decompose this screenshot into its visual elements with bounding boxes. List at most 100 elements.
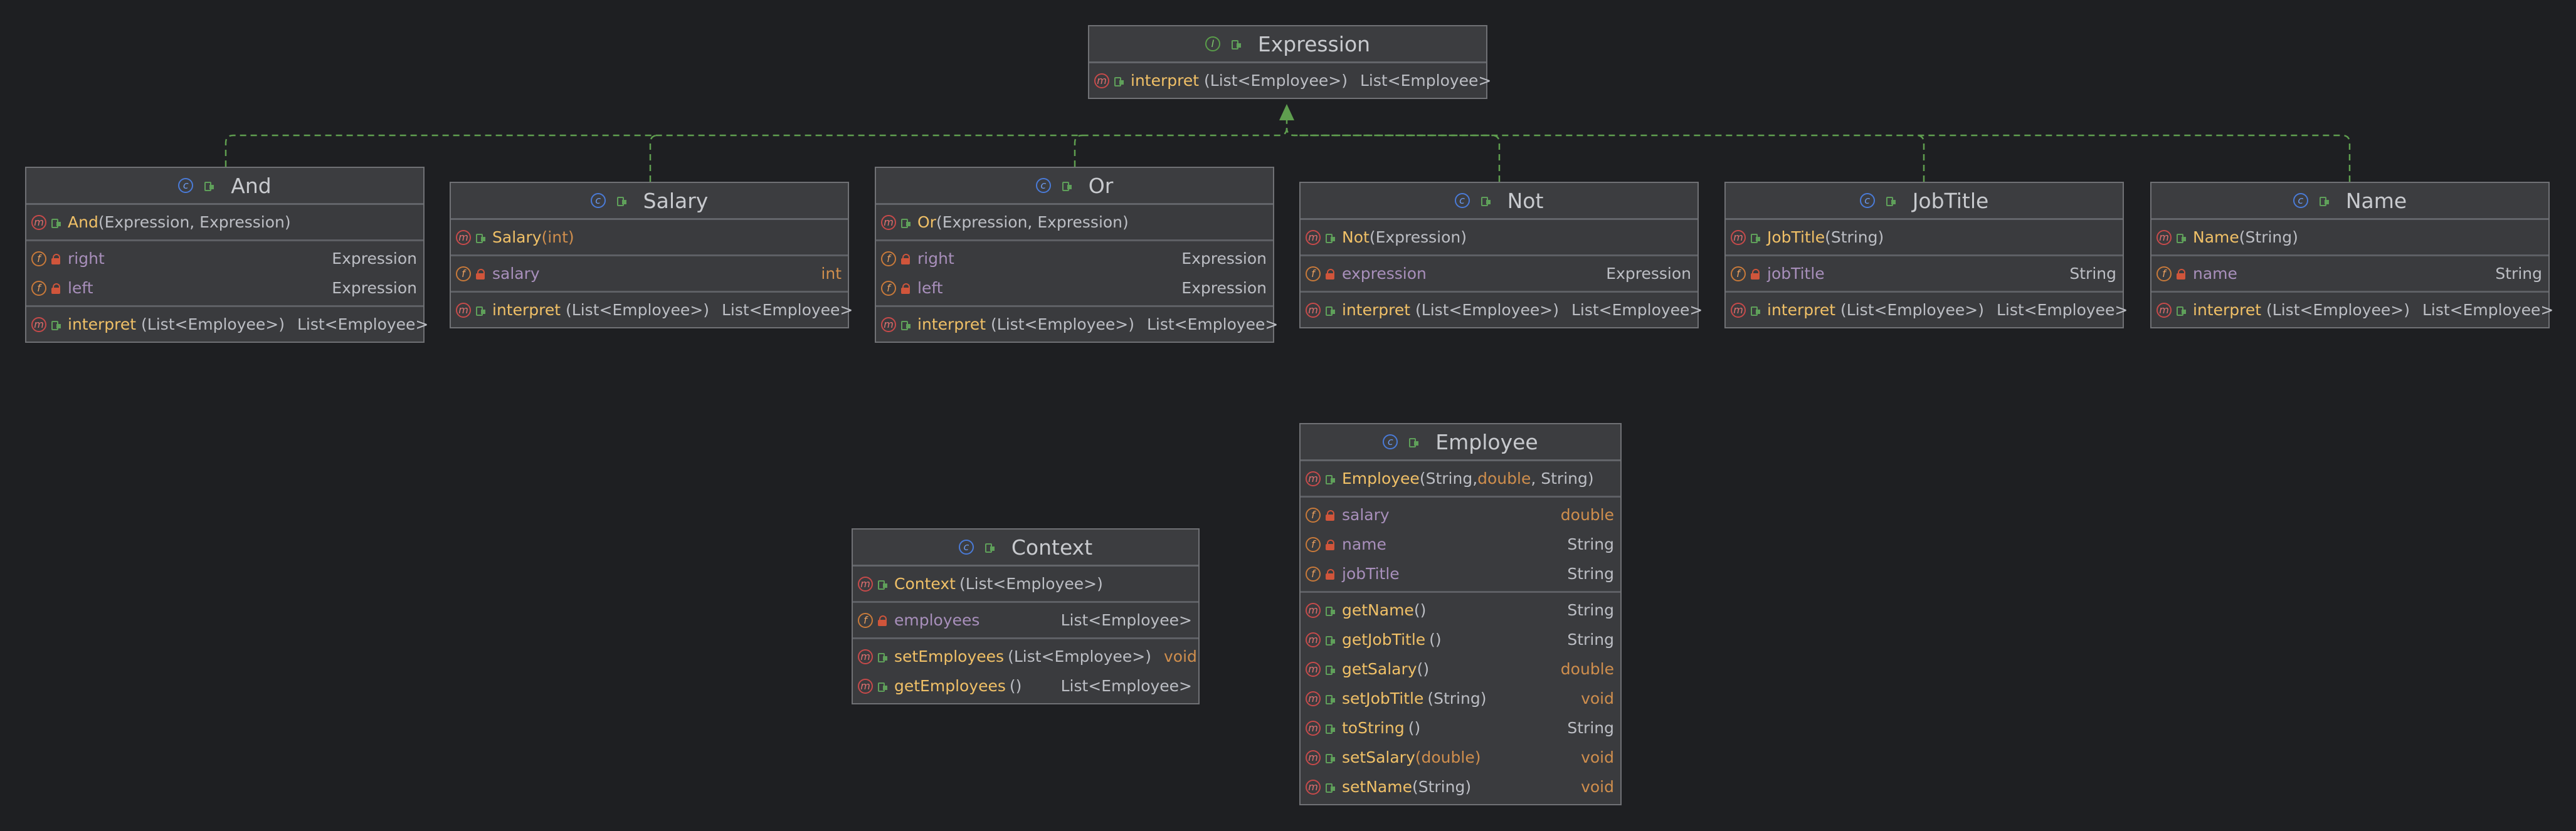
constructor-row[interactable]: m Salary (int) [451, 222, 848, 252]
field-badge-icon: f [1306, 507, 1321, 523]
constructors-section: m Salary (int) [451, 220, 848, 256]
method-params: (List<Employee>) [141, 315, 285, 333]
field-row[interactable]: f right Expression [26, 244, 423, 273]
return-type: String [1567, 601, 1614, 619]
private-lock-icon [1324, 568, 1336, 580]
method-row[interactable]: m setSalary (double) void [1301, 743, 1620, 772]
employee-class[interactable]: c Employee m Employee (String, double , … [1299, 423, 1622, 805]
constructor-row[interactable]: m Name (String) [2151, 222, 2548, 252]
method-params: (List<Employee>) [1008, 647, 1151, 666]
field-type: List<Employee> [1060, 611, 1192, 629]
method-params: () [1408, 719, 1421, 737]
field-name: jobTitle [1767, 264, 1825, 283]
field-badge-icon: f [858, 612, 873, 628]
private-lock-icon [475, 268, 486, 280]
field-row[interactable]: f left Expression [26, 273, 423, 303]
method-params: (String) [1412, 778, 1472, 796]
method-row[interactable]: m getSalary () double [1301, 654, 1620, 684]
field-row[interactable]: f name String [1301, 530, 1620, 559]
field-row[interactable]: f left Expression [876, 273, 1273, 303]
constructor-row[interactable]: m Or (Expression, Expression) [876, 207, 1273, 237]
field-row[interactable]: f jobTitle String [1301, 559, 1620, 588]
expression-interface[interactable]: I Expression m interpret (List<Employee>… [1088, 25, 1491, 99]
constructor-row[interactable]: m Not (Expression) [1301, 222, 1697, 252]
context-class[interactable]: c Context m Context (List<Employee>) f e… [852, 528, 1200, 704]
edge-salary-expression [649, 134, 658, 182]
constructor-name: Or [917, 213, 936, 231]
public-visibility-icon [1324, 723, 1336, 734]
constructor-row[interactable]: m JobTitle (String) [1726, 222, 2123, 252]
field-row[interactable]: f expression Expression [1301, 259, 1697, 288]
jobtitle-class[interactable]: c JobTitle m JobTitle (String) f jobTitl… [1724, 182, 2128, 328]
class-title: Not [1507, 188, 1544, 213]
field-name: right [68, 249, 105, 268]
fields-section: f salary double f name String f jobTitle… [1301, 498, 1620, 593]
field-row[interactable]: f employees List<Employee> [853, 605, 1198, 635]
method-row[interactable]: m toString () String [1301, 713, 1620, 743]
field-badge-icon: f [1306, 536, 1321, 552]
field-row[interactable]: f salary double [1301, 500, 1620, 530]
method-row[interactable]: m setName (String) void [1301, 772, 1620, 802]
class-title: JobTitle [1912, 188, 1989, 213]
method-row[interactable]: m getName () String [1301, 595, 1620, 625]
field-badge-icon: f [2156, 266, 2172, 281]
method-badge-icon: m [1306, 471, 1321, 486]
method-badge-icon: m [1306, 691, 1321, 706]
field-row[interactable]: f salary int [451, 259, 848, 288]
method-badge-icon: m [1306, 720, 1321, 736]
not-class[interactable]: c Not m Not (Expression) f expression Ex… [1299, 182, 1702, 328]
method-row[interactable]: m setJobTitle (String) void [1301, 684, 1620, 713]
private-lock-icon [1750, 268, 1761, 280]
not-header: c Not [1301, 183, 1697, 220]
field-row[interactable]: f jobTitle String [1726, 259, 2123, 288]
constructor-row[interactable]: m Employee (String, double , String) [1301, 464, 1620, 493]
constructor-row[interactable]: m Context (List<Employee>) [853, 569, 1198, 598]
constructors-section: m Not (Expression) [1301, 220, 1697, 256]
class-badge-icon: c [1454, 193, 1470, 208]
method-row[interactable]: m interpret (List<Employee>) List<Employ… [2151, 295, 2553, 325]
method-params: (List<Employee>) [1415, 301, 1559, 319]
method-row[interactable]: m getJobTitle () String [1301, 625, 1620, 654]
method-badge-icon: m [858, 678, 873, 694]
field-row[interactable]: f right Expression [876, 244, 1273, 273]
methods-section: m interpret (List<Employee>) List<Employ… [451, 293, 853, 327]
method-badge-icon: m [1306, 661, 1321, 677]
method-params: (List<Employee>) [566, 301, 709, 319]
return-type: List<Employee> [1146, 315, 1279, 333]
constructor-name: Salary [492, 228, 542, 246]
constructors-section: m JobTitle (String) [1726, 220, 2123, 256]
method-name: interpret [68, 315, 137, 333]
arrowhead [1279, 104, 1294, 120]
name-class[interactable]: c Name m Name (String) f name String m i… [2150, 182, 2553, 328]
method-row[interactable]: m interpret (List<Employee>) List<Employ… [1089, 66, 1491, 95]
method-badge-icon: m [31, 316, 46, 332]
constructor-row[interactable]: m And (Expression, Expression) [26, 207, 423, 237]
field-row[interactable]: f name String [2151, 259, 2548, 288]
or-class[interactable]: c Or m Or (Expression, Expression) f rig… [875, 167, 1278, 343]
method-row[interactable]: m interpret (List<Employee>) List<Employ… [1301, 295, 1702, 325]
method-row[interactable]: m interpret (List<Employee>) List<Employ… [1726, 295, 2128, 325]
method-row[interactable]: m setEmployees (List<Employee>) void [853, 642, 1198, 671]
field-badge-icon: f [1306, 266, 1321, 281]
class-title: Name [2345, 188, 2407, 213]
return-type: void [1581, 689, 1614, 708]
method-name: interpret [492, 301, 561, 319]
fields-section: f right Expression f left Expression [876, 241, 1273, 307]
return-type: List<Employee> [721, 301, 853, 319]
constructor-param-double: double [1477, 469, 1531, 488]
field-name: left [917, 279, 943, 297]
salary-class[interactable]: c Salary m Salary (int) f salary int m i… [450, 182, 853, 328]
method-row[interactable]: m interpret (List<Employee>) List<Employ… [26, 310, 428, 339]
method-row[interactable]: m getEmployees () List<Employee> [853, 671, 1198, 701]
method-name: interpret [1767, 301, 1836, 319]
method-row[interactable]: m interpret (List<Employee>) List<Employ… [876, 310, 1278, 339]
method-row[interactable]: m interpret (List<Employee>) List<Employ… [451, 295, 853, 325]
edge-jobtitle-expression [1916, 134, 1925, 182]
method-badge-icon: m [1094, 73, 1109, 88]
field-name: jobTitle [1342, 565, 1400, 583]
private-lock-icon [900, 253, 911, 264]
expression-header: I Expression [1089, 26, 1486, 63]
and-class[interactable]: c And m And (Expression, Expression) f r… [25, 167, 428, 343]
public-visibility-icon [1408, 436, 1419, 447]
